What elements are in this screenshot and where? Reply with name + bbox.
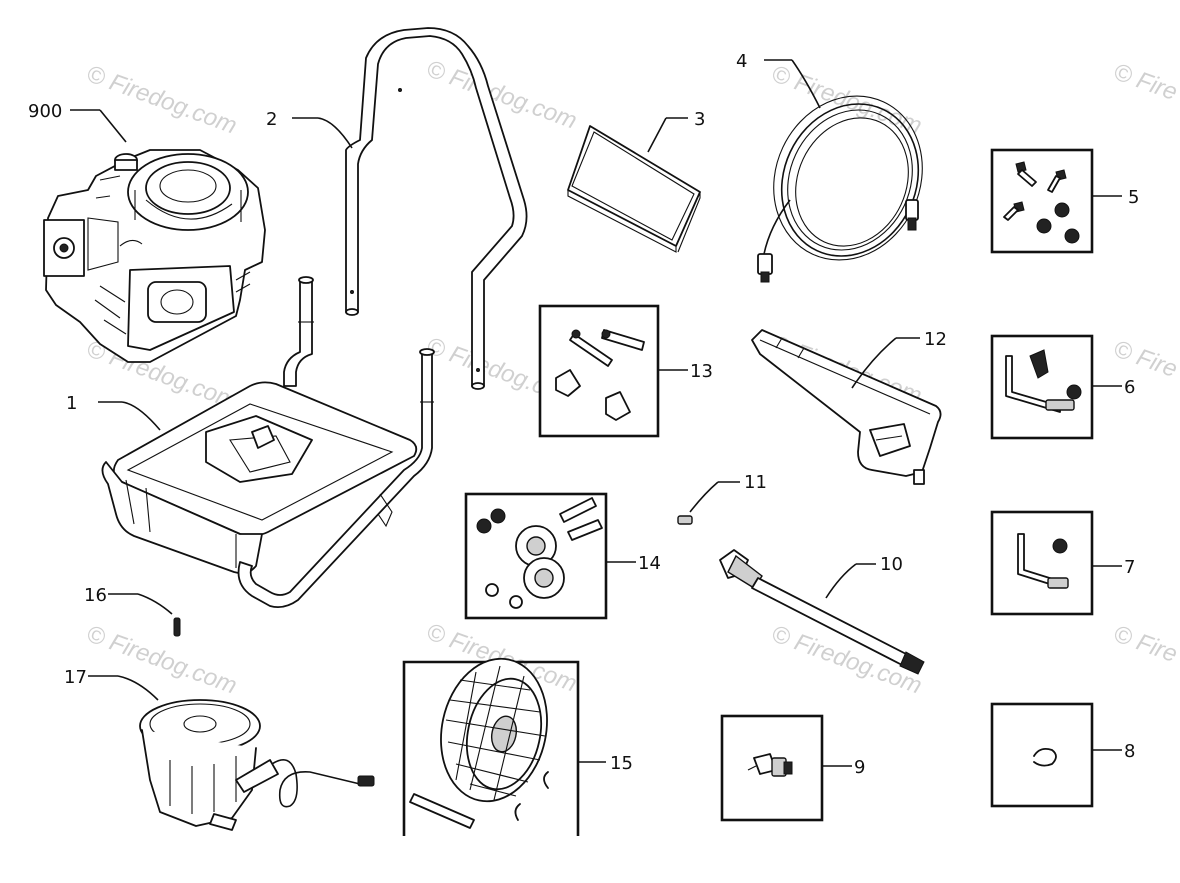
callout-4: 4 — [736, 51, 747, 72]
part-12-spray-gun — [751, 329, 942, 485]
watermark: © Fire — [1110, 58, 1180, 106]
callout-900: 900 — [28, 101, 62, 122]
callout-5: 5 — [1128, 187, 1139, 208]
part-1-frame — [98, 276, 435, 609]
callout-6: 6 — [1124, 377, 1135, 398]
part-16-pin — [108, 593, 181, 637]
watermark: © Firedog.com — [768, 60, 925, 139]
callout-2: 2 — [266, 109, 277, 130]
watermark: © Fire — [1110, 620, 1180, 668]
callout-labels: 900 1 2 3 4 5 6 7 8 9 10 11 12 13 14 15 … — [28, 51, 1139, 778]
watermark: © Firedog.com — [83, 60, 240, 139]
callout-10: 10 — [880, 554, 903, 575]
part-14-wheel-kit — [464, 492, 636, 620]
callout-16: 16 — [84, 585, 107, 606]
part-15-wheel — [402, 657, 606, 836]
watermark: © Fire — [1110, 335, 1180, 383]
watermark: © Firedog.com — [83, 620, 240, 699]
part-4-hose — [757, 59, 923, 283]
callout-13: 13 — [690, 361, 713, 382]
part-8-clip — [990, 702, 1122, 808]
part-13-bolt-kit — [538, 304, 688, 438]
part-2-handle — [292, 27, 528, 390]
part-17-pump — [88, 675, 375, 831]
callout-8: 8 — [1124, 741, 1135, 762]
part-7-pin-kit — [990, 510, 1122, 616]
callout-12: 12 — [924, 329, 947, 350]
part-10-wand — [719, 549, 925, 675]
part-3-panel — [567, 117, 701, 253]
callout-17: 17 — [64, 667, 87, 688]
callout-15: 15 — [610, 753, 633, 774]
part-9-fitting — [720, 714, 852, 822]
callout-1: 1 — [66, 393, 77, 414]
part-11-nozzle — [677, 481, 740, 525]
callout-11: 11 — [744, 472, 767, 493]
part-6-pin-kit — [990, 334, 1122, 440]
part-5-fastener-kit — [990, 148, 1122, 254]
callout-9: 9 — [854, 757, 865, 778]
part-900-engine — [43, 109, 266, 363]
callout-3: 3 — [694, 109, 705, 130]
callout-14: 14 — [638, 553, 661, 574]
watermark: © Firedog.com — [423, 55, 580, 134]
callout-7: 7 — [1124, 557, 1135, 578]
